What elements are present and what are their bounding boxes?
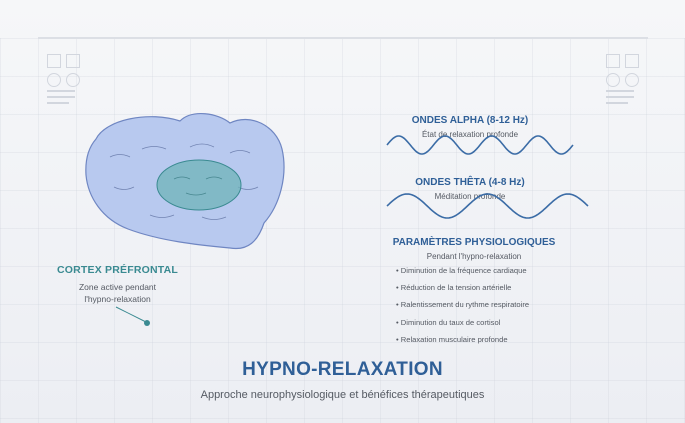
params-title: PARAMÈTRES PHYSIOLOGIQUES: [392, 237, 556, 248]
decor-icon-left: [47, 54, 87, 110]
main-title: HYPNO-RELAXATION: [242, 359, 443, 380]
brain-illustration: [85, 113, 285, 250]
params-item: • Diminution de la fréquence cardiaque: [396, 266, 527, 275]
theta-wave: [386, 193, 589, 219]
decor-icon-right: [606, 54, 646, 110]
params-list: • Diminution de la fréquence cardiaque •…: [396, 266, 529, 352]
cortex-desc-line2: l'hypno-relaxation: [84, 294, 151, 304]
background-grid: [0, 38, 685, 423]
params-item: • Diminution du taux de cortisol: [396, 317, 501, 327]
theta-title: ONDES THÊTA (4-8 Hz): [415, 177, 525, 188]
cortex-pointer: [115, 306, 150, 326]
params-item: • Relaxation musculaire profonde: [396, 334, 508, 344]
params-subtitle: Pendant l'hypno-relaxation: [426, 252, 522, 261]
alpha-title: ONDES ALPHA (8-12 Hz): [411, 115, 529, 126]
top-divider: [38, 37, 648, 39]
alpha-subtitle: État de relaxation profonde: [421, 130, 519, 139]
params-item: • Ralentissement du rythme respiratoire: [396, 300, 530, 310]
cortex-desc-line1: Zone active pendant: [78, 282, 157, 292]
params-item: • Réduction de la tension artérielle: [396, 283, 512, 293]
cortex-title: CORTEX PRÉFRONTAL: [56, 264, 179, 276]
alpha-wave: [386, 135, 574, 155]
main-subtitle: Approche neurophysiologique et bénéfices…: [200, 389, 485, 401]
cortex-description: Zone active pendant l'hypno-relaxation: [50, 281, 185, 305]
theta-subtitle: Méditation profonde: [434, 192, 506, 201]
prefrontal-zone: [156, 159, 242, 211]
